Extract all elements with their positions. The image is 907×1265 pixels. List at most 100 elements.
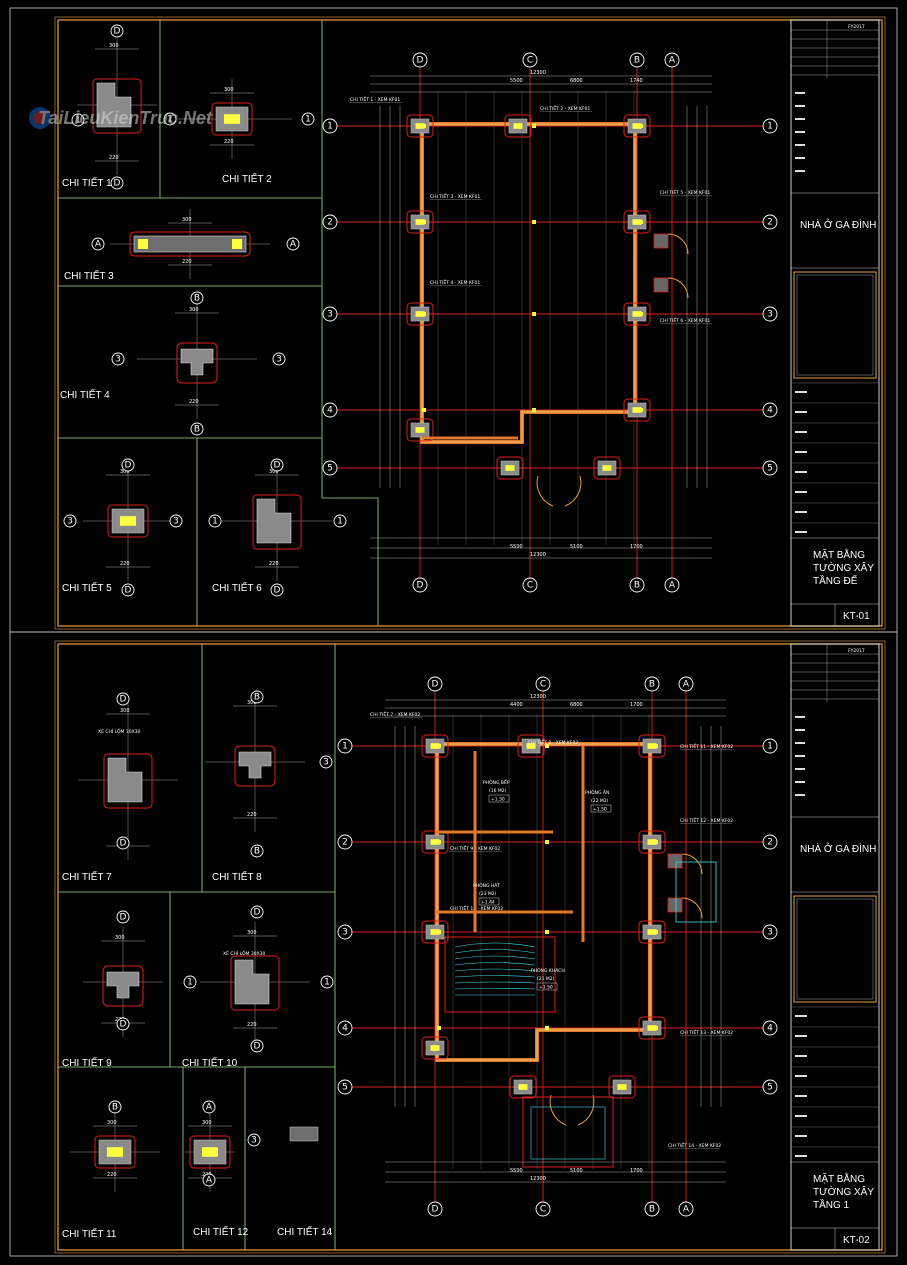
title-block-mark (795, 431, 807, 433)
title-block-mark (795, 1095, 807, 1097)
grid-bubble (762, 924, 778, 940)
detail-title: CHI TIẾT 5 (62, 581, 112, 594)
grid-node (532, 408, 536, 412)
title-block-mark (795, 511, 807, 513)
sheet-border (57, 19, 883, 627)
detail-outline (234, 745, 276, 787)
callout-label: CHI TIẾT 7 - XEM KF02 (370, 710, 420, 718)
plan-column-outline (406, 418, 434, 442)
callout-label: CHI TIẾT 14 - XEM KF02 (668, 1141, 721, 1149)
plan-column-outline (638, 1016, 666, 1040)
grid-bubble-label: B (194, 294, 200, 304)
grid-bubble (322, 306, 338, 322)
grid-bubble (762, 834, 778, 850)
detail-outline (176, 342, 218, 384)
grid-node (532, 220, 536, 224)
grid-bubble-label: 1 (767, 742, 773, 752)
grid-bubble (247, 1133, 261, 1147)
detail-14-body (289, 1126, 319, 1142)
grid-node (532, 312, 536, 316)
grid-bubble (111, 352, 125, 366)
grid-bubble (762, 460, 778, 476)
plan-column-core (632, 407, 642, 413)
stair-tread (454, 942, 536, 948)
grid-bubble (762, 1079, 778, 1095)
detail-core (138, 239, 148, 249)
callout-label: CHI TIẾT 13 - XEM KF02 (680, 1028, 733, 1036)
grid-bubble (202, 1173, 216, 1187)
title-block-mark (795, 781, 805, 783)
plan-column-outline (593, 456, 621, 480)
room-area: (16 M2) (489, 788, 507, 794)
plan-column-outline (623, 302, 651, 326)
grid-bubble (322, 402, 338, 418)
dimension-text: 1740 (630, 78, 643, 84)
grid-bubble-label: 1 (324, 978, 330, 988)
detail-dim-text: 300 (115, 935, 125, 941)
grid-bubble-label: B (254, 847, 260, 857)
plan-column-core (415, 219, 425, 225)
plan-column-core (632, 219, 642, 225)
plan-column-core (430, 1045, 440, 1051)
detail-dim-text: 300 (182, 217, 192, 223)
grid-bubble-label: 1 (75, 116, 81, 126)
grid-bubble-label: 2 (342, 838, 348, 848)
grid-bubble (121, 458, 135, 472)
grid-bubble (762, 1020, 778, 1036)
grid-bubble (522, 52, 538, 68)
grid-bubble (202, 1100, 216, 1114)
level-tag (478, 897, 500, 906)
plan-column-core (505, 465, 515, 471)
grid-bubble-label: 3 (342, 928, 348, 938)
title-block-mark (795, 1135, 807, 1137)
detail-outline (252, 494, 302, 550)
plan-bay (653, 233, 669, 249)
plan-column-core (602, 465, 612, 471)
detail-column-core (224, 114, 240, 124)
room-name: PHÒNG KHÁCH (531, 967, 565, 974)
grid-bubble (322, 118, 338, 134)
stair-outline (444, 936, 556, 1013)
grid-bubble (412, 52, 428, 68)
stair-tread (454, 988, 536, 990)
grid-bubble-label: 5 (327, 464, 333, 474)
grid-bubble-label: 3 (251, 1136, 257, 1146)
title-block-mark (795, 157, 805, 159)
grid-node (639, 408, 643, 412)
side-stair (675, 861, 717, 923)
plan-column-outline (496, 456, 524, 480)
plan-column-outline (638, 734, 666, 758)
grid-bubble (319, 755, 333, 769)
sheet-border-outer (54, 640, 886, 1254)
grid-bubble (337, 738, 353, 754)
detail-dim-text: 220 (107, 1172, 117, 1178)
grid-bubble-label: 1 (342, 742, 348, 752)
detail-column-body (238, 751, 272, 779)
title-block-mark (795, 768, 805, 770)
dimension-text: 5100 (570, 544, 583, 550)
room-area: (22 M2) (591, 798, 609, 804)
title-block-mark (795, 1155, 807, 1157)
grid-bubble-label: A (683, 1205, 690, 1215)
detail-dim-text: 220 (247, 812, 257, 818)
title-block-mark (795, 1035, 807, 1037)
grid-bubble (337, 1079, 353, 1095)
door-swing (667, 277, 689, 299)
grid-bubble-label: A (206, 1176, 213, 1186)
title-block-code: FY2017 (848, 24, 865, 30)
detail-title: CHI TIẾT 12 (193, 1225, 249, 1238)
detail-note: XẺ CHỈ LÕM 30X30 (98, 727, 141, 735)
grid-bubble (678, 1201, 694, 1217)
title-block-mark (795, 144, 805, 146)
grid-bubble-label: B (649, 680, 655, 690)
title-block-mark (795, 170, 805, 172)
callout-label: CHI TIẾT 6 - XEM KF01 (660, 316, 710, 324)
detail-dim-text: 300 (120, 708, 130, 714)
grid-bubble-label: D (417, 56, 424, 66)
plan-column-core (526, 743, 536, 749)
room-area: (21 M2) (537, 976, 555, 982)
grid-bubble (412, 577, 428, 593)
